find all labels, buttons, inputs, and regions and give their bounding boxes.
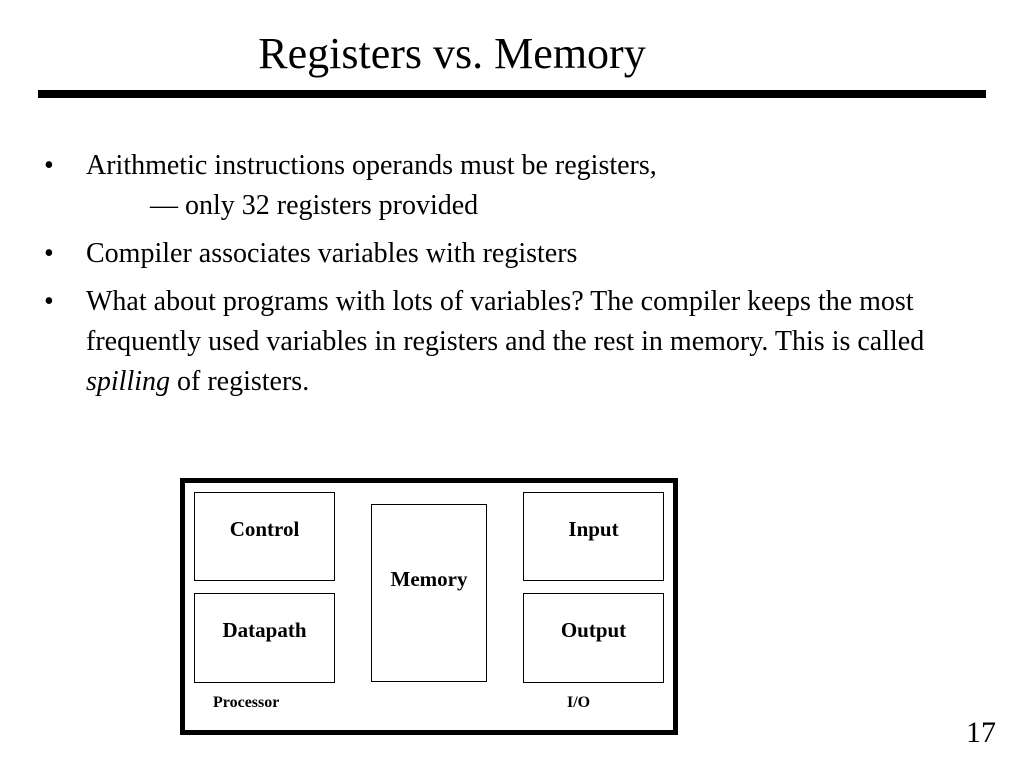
datapath-box: Datapath [194,593,335,683]
control-label: Control [229,517,300,541]
memory-label: Memory [390,567,468,591]
emphasis-spilling: spilling [86,366,171,397]
bullet-subtext: — only 32 registers provided [150,190,479,221]
bullet-item: • What about programs with lots of varia… [44,282,944,402]
datapath-label: Datapath [222,618,307,642]
title-underline [38,90,986,98]
bullet-text: What about programs with lots of variabl… [86,286,925,357]
input-box: Input [523,492,664,581]
bullet-item: • Compiler associates variables with reg… [44,234,944,274]
page-number: 17 [966,716,996,749]
input-label: Input [568,517,619,541]
output-box: Output [523,593,664,683]
bullet-marker: • [44,238,54,269]
io-label: I/O [567,694,591,711]
slide-title: Registers vs. Memory [258,29,646,78]
bullet-item: • Arithmetic instructions operands must … [44,146,944,226]
memory-box: Memory [371,504,487,682]
control-box: Control [194,492,335,581]
output-label: Output [560,618,627,642]
bullet-text-end: of registers. [170,366,310,397]
bullet-marker: • [44,150,54,181]
bullet-text: Compiler associates variables with regis… [86,238,578,269]
bullet-list: • Arithmetic instructions operands must … [44,146,944,410]
computer-organization-diagram: Control Datapath Memory Input Output Pro… [180,478,678,735]
processor-label: Processor [213,694,280,711]
bullet-marker: • [44,286,54,317]
bullet-text: Arithmetic instructions operands must be… [86,150,657,181]
